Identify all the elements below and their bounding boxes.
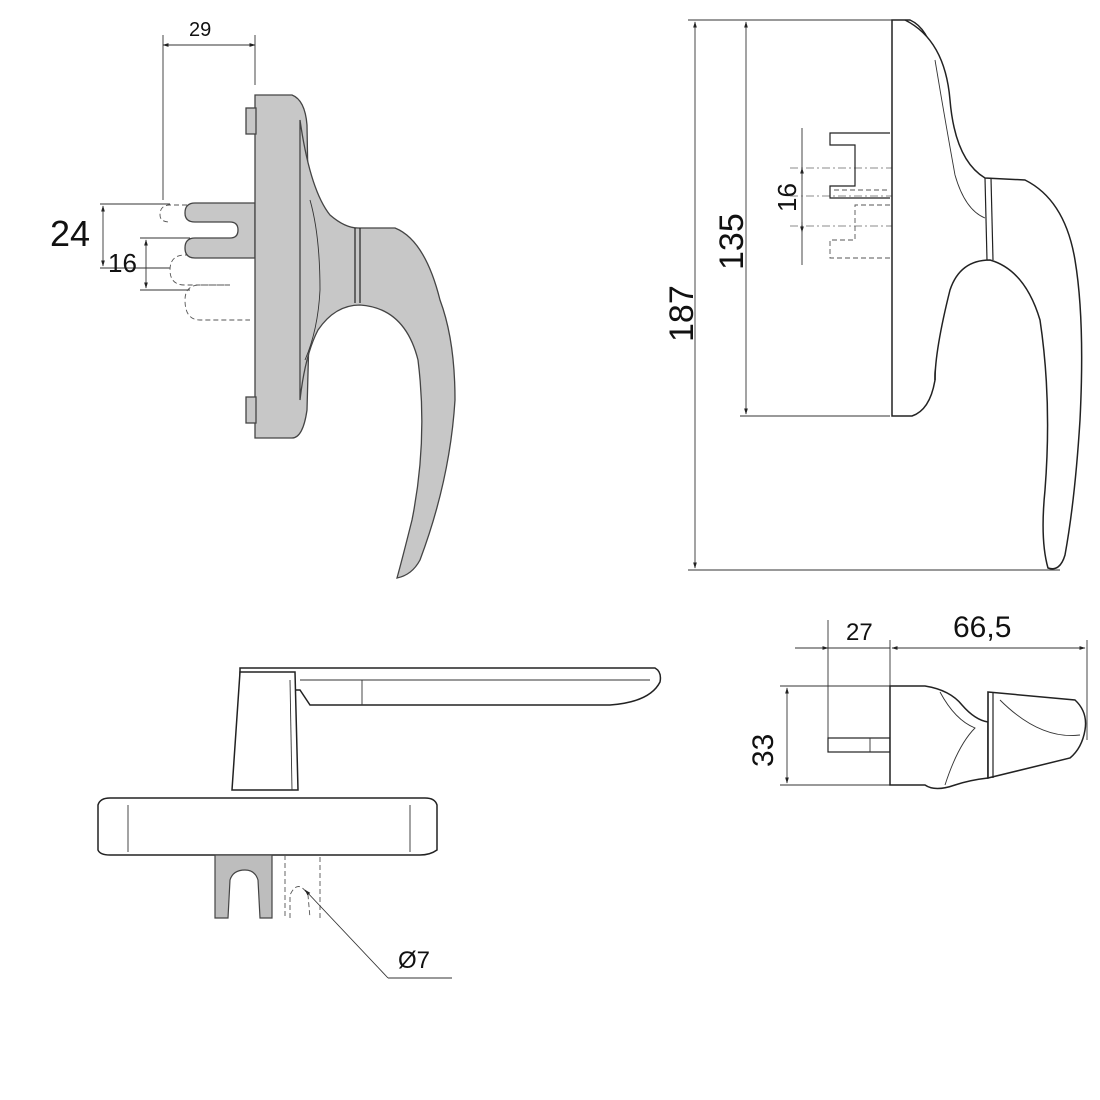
dim-top-width: 33	[747, 685, 890, 786]
dim-side-pitch: 16	[772, 128, 804, 265]
dim-side-total-height: 187	[663, 19, 1060, 571]
bottom-rosette	[97, 797, 438, 856]
dim-side-plate-height: 135	[713, 21, 890, 417]
dim-bottom-diameter-label: Ø7	[398, 947, 430, 974]
bottom-spindle-fork	[214, 854, 273, 919]
side-collar-1	[984, 177, 988, 261]
side-spindle-ghost	[829, 204, 890, 259]
front-plate-tab-top	[245, 107, 257, 135]
dim-front-total-spindle-label: 24	[50, 213, 90, 254]
dim-top-spindle-length: 27	[795, 619, 891, 750]
bottom-lever	[239, 667, 662, 706]
dim-front-offset-label: 29	[189, 19, 211, 41]
dim-front-offset: 29	[162, 19, 256, 200]
dim-front-spindle-pitch: 16	[108, 237, 190, 291]
top-rosette	[889, 685, 989, 790]
top-contour	[939, 691, 976, 786]
dim-front-total-spindle: 24	[50, 203, 170, 269]
front-plate-tab-bottom	[245, 396, 257, 424]
dim-side-plate-height-label: 135	[713, 213, 751, 270]
side-neck-contour	[934, 59, 986, 219]
spindle-ghost-top	[159, 204, 195, 223]
front-view: 29 24 16	[50, 19, 456, 579]
side-view: 187 135 16	[663, 19, 1083, 571]
bottom-spindle-ghost	[284, 855, 321, 919]
dim-front-spindle-pitch-label: 16	[108, 248, 137, 278]
dim-top-handle-length-label: 66,5	[953, 611, 1011, 644]
top-view: 27 66,5 33	[747, 611, 1088, 790]
dim-side-total-height-label: 187	[663, 285, 701, 342]
front-lever	[299, 119, 456, 579]
dim-side-pitch-label: 16	[772, 183, 802, 212]
side-lever	[904, 19, 1083, 570]
dim-bottom-diameter: Ø7	[304, 889, 452, 979]
side-collar-2	[990, 177, 994, 261]
dim-top-handle-length: 66,5	[891, 611, 1088, 740]
top-spindle	[827, 737, 891, 753]
bottom-neck-line	[289, 679, 293, 791]
dim-top-spindle-length-label: 27	[846, 619, 873, 646]
dim-top-width-label: 33	[747, 734, 780, 767]
front-neck-contour	[304, 199, 321, 361]
bottom-neck	[231, 671, 299, 791]
side-spindle	[829, 132, 890, 199]
top-lever-contour	[999, 699, 1081, 736]
spindle-ghost-mid	[169, 254, 230, 286]
spindle-fork	[184, 202, 256, 259]
top-lever	[987, 691, 1087, 779]
bottom-view: Ø7	[97, 667, 662, 979]
spindle-ghost-low	[184, 284, 250, 321]
